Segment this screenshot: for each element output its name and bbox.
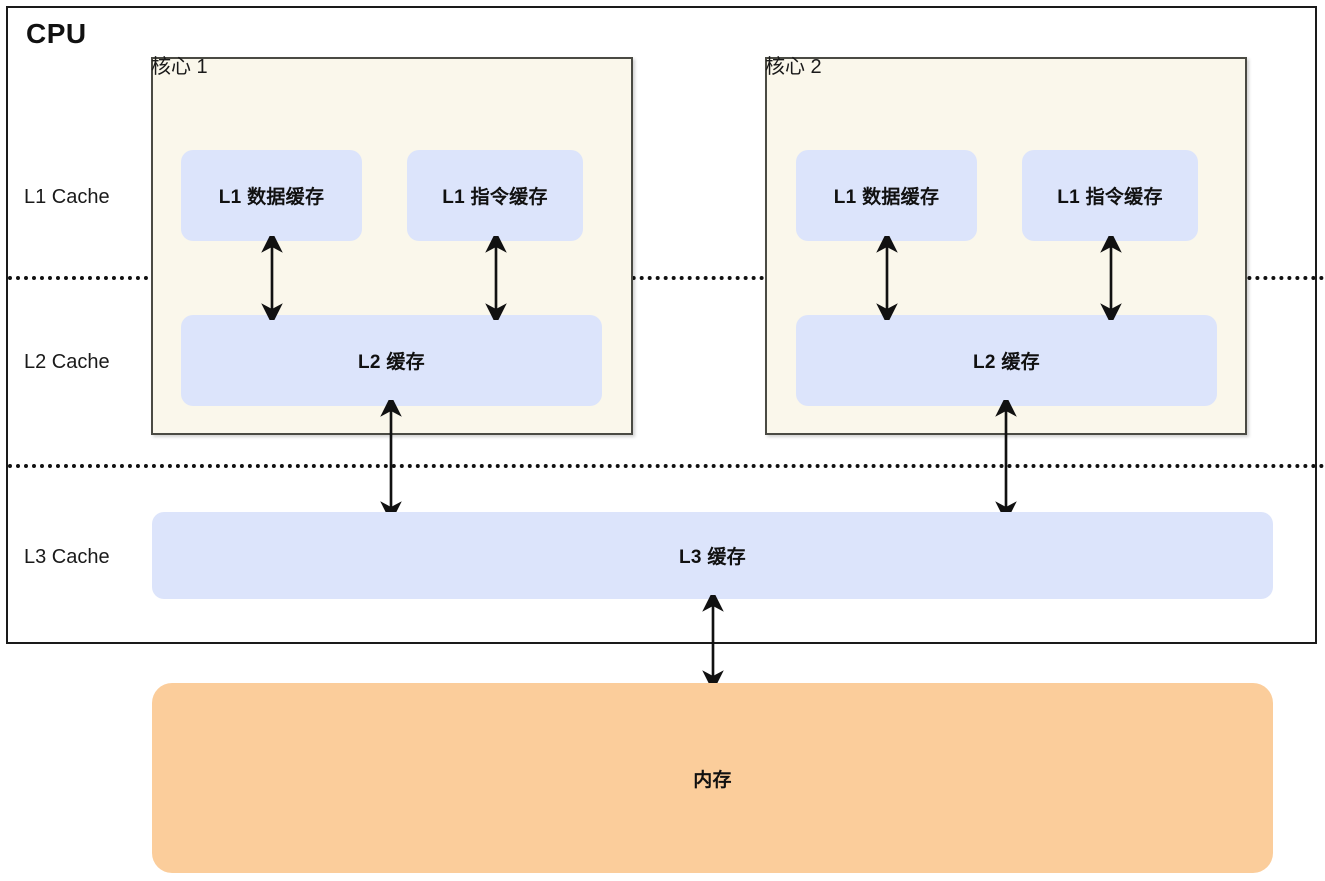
l1-instruction-cache-core2[interactable]: L1 指令缓存 [1022, 150, 1198, 241]
separator-l2-l3 [8, 464, 1325, 468]
l1-data-cache-core1[interactable]: L1 数据缓存 [181, 150, 362, 241]
separator-l1-l2 [8, 276, 1325, 280]
level-label-l3: L3 Cache [24, 546, 110, 568]
core-title-2: 核心 2 [765, 56, 822, 78]
l1-instruction-cache-core1[interactable]: L1 指令缓存 [407, 150, 583, 241]
cpu-boundary-box [6, 6, 1317, 644]
core-title-1: 核心 1 [151, 56, 208, 78]
cpu-title: CPU [26, 18, 87, 49]
l2-cache-core2[interactable]: L2 缓存 [796, 315, 1217, 406]
l1-data-cache-core2[interactable]: L1 数据缓存 [796, 150, 977, 241]
memory-box[interactable]: 内存 [152, 683, 1273, 873]
l2-cache-core1[interactable]: L2 缓存 [181, 315, 602, 406]
level-label-l1: L1 Cache [24, 186, 110, 208]
l3-cache-box[interactable]: L3 缓存 [152, 512, 1273, 599]
level-label-l2: L2 Cache [24, 351, 110, 373]
